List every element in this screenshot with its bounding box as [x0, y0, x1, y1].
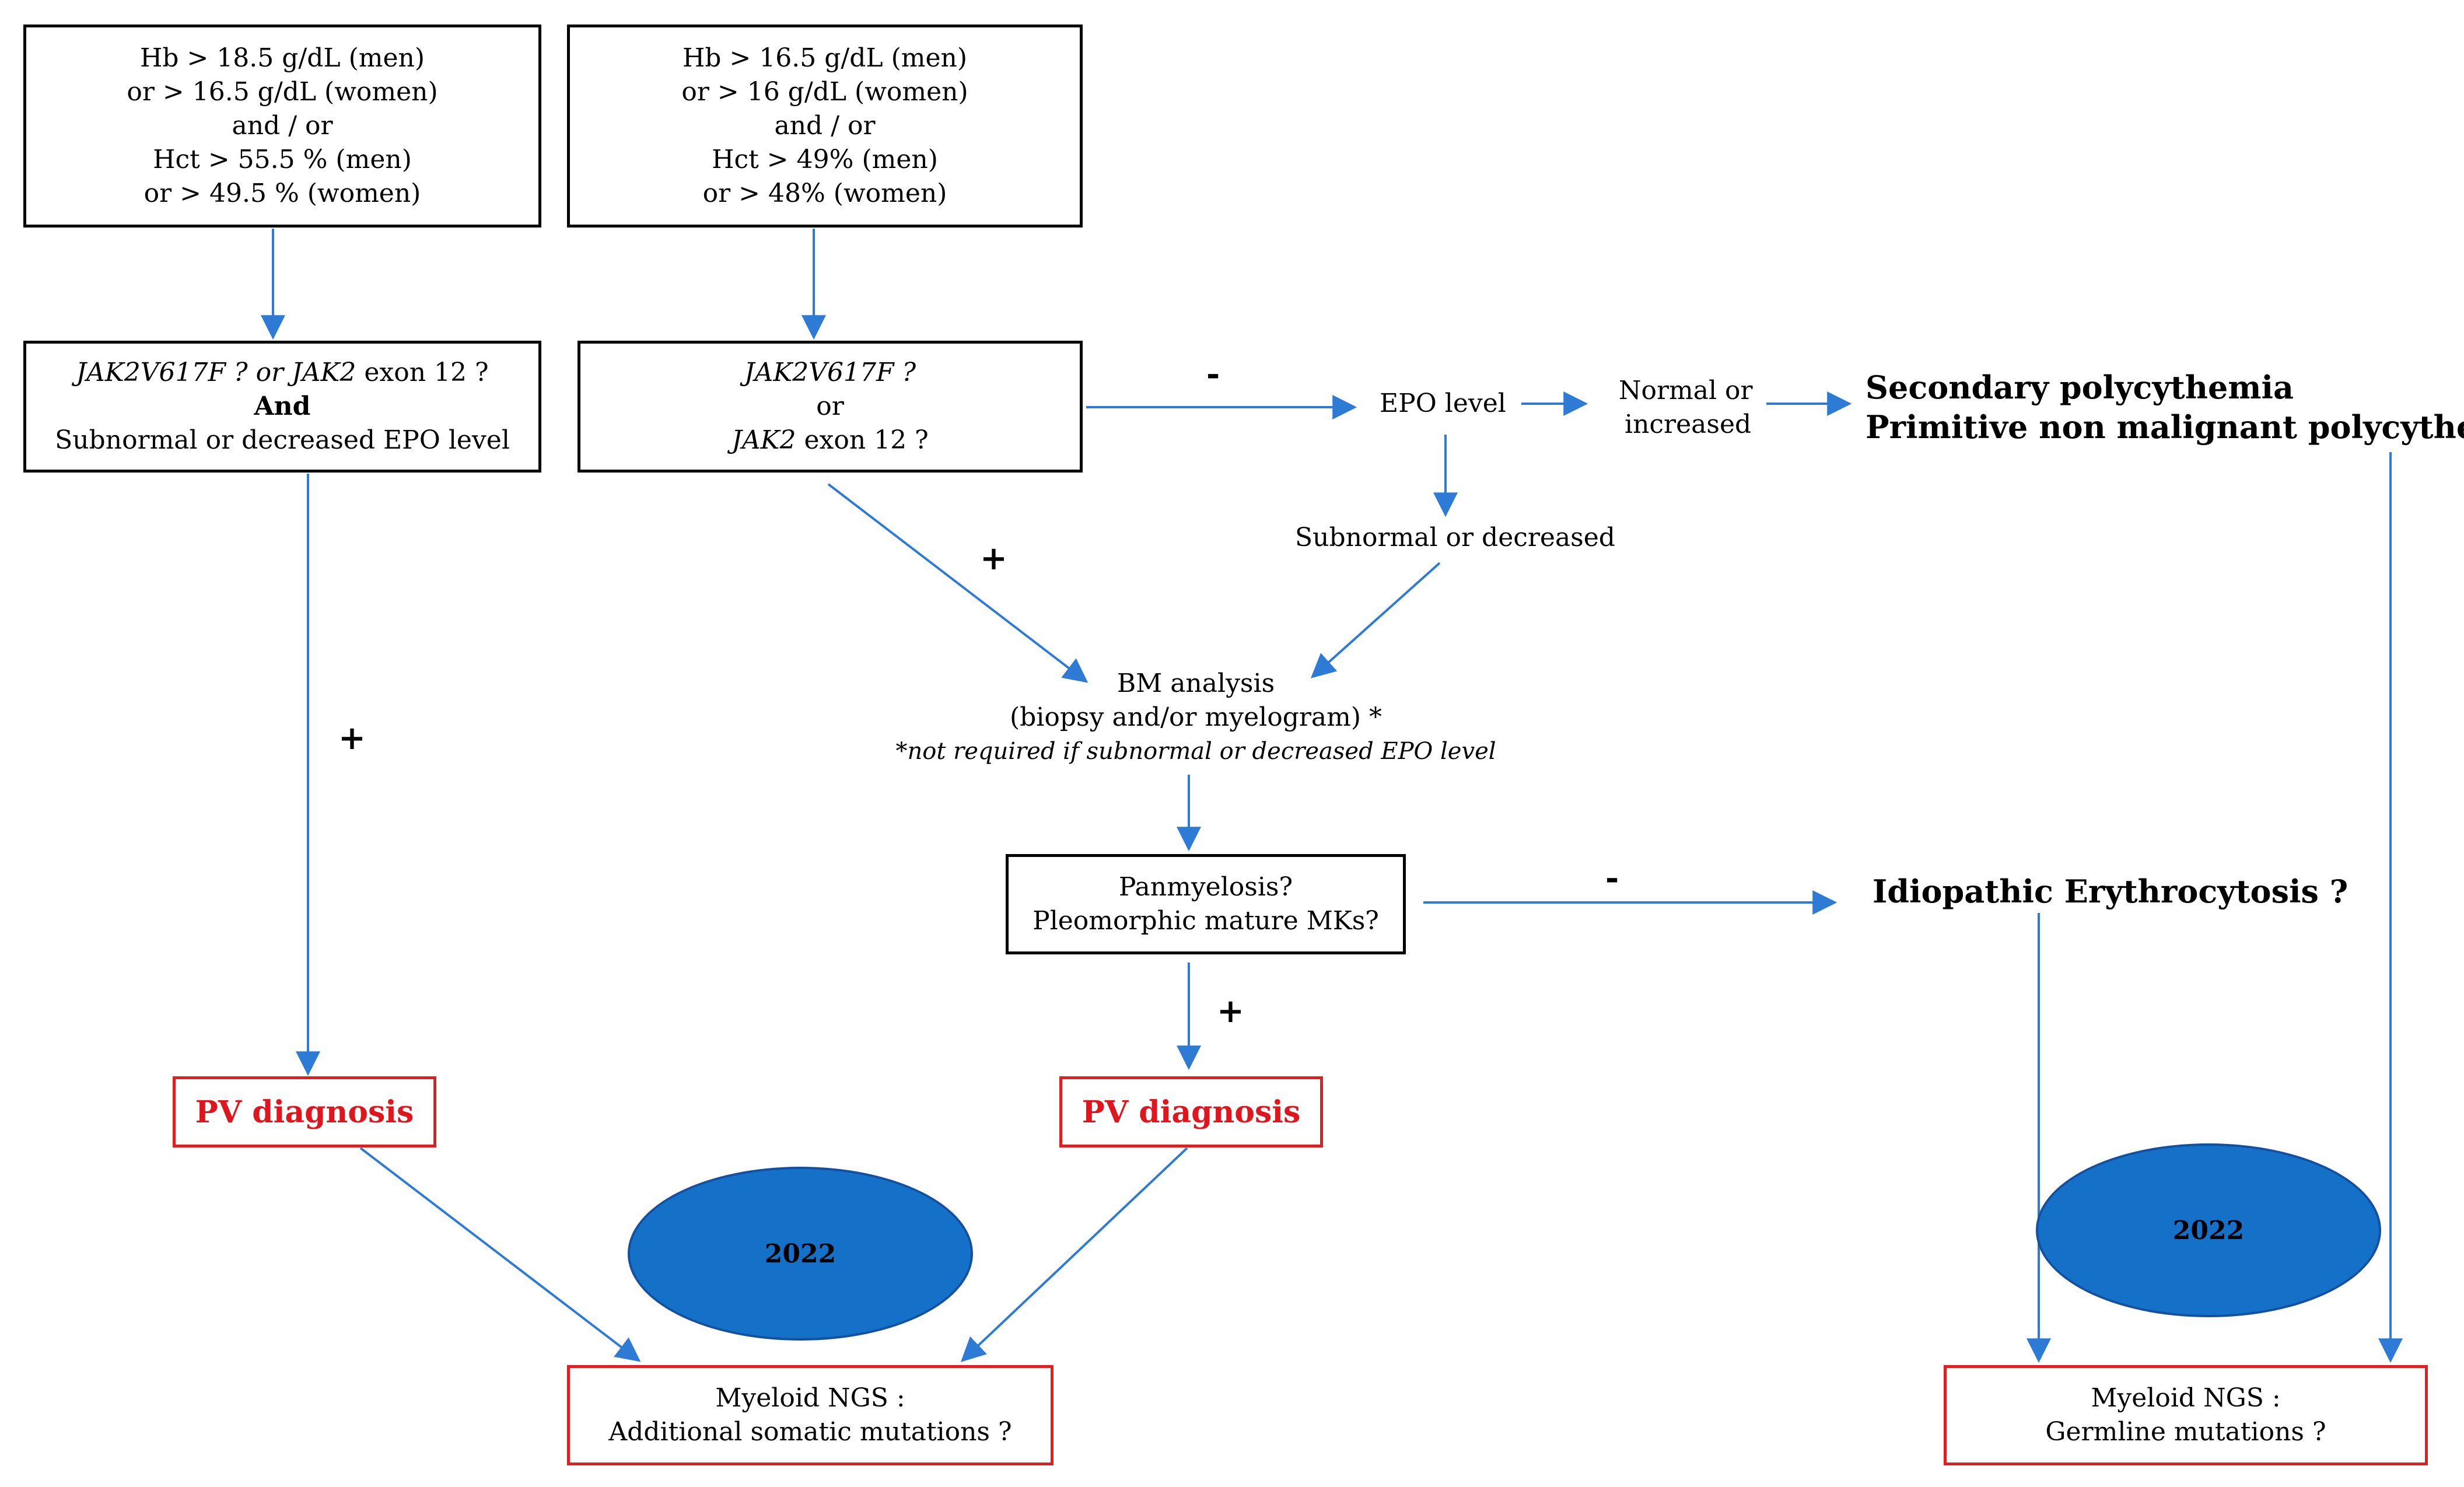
jak2-text: JAK2 [292, 358, 356, 387]
exon-text: exon 12 ? [356, 358, 489, 387]
normal-or-label: Normal or [1619, 376, 1753, 405]
jak2-mid-box: JAK2V617F ? or JAK2 exon 12 ? [578, 341, 1083, 473]
year-2022-ellipse-right: 2022 [2036, 1143, 2381, 1317]
icc-line-4: Hct > 49% (men) [712, 145, 938, 174]
who-criteria-box: Hb > 18.5 g/dL (men) or > 16.5 g/dL (wom… [23, 25, 541, 228]
jak2-mid-exon: exon 12 ? [796, 425, 929, 455]
jak2-mid-line-2: or [816, 391, 844, 421]
arrow-pv-left-to-ngs [359, 1147, 641, 1362]
icc-criteria-box: Hb > 16.5 g/dL (men) or > 16 g/dL (women… [567, 25, 1083, 228]
ngs-somatic-line-1: Myeloid NGS : [715, 1383, 905, 1413]
minus-sign-idiopathic: - [1605, 859, 1619, 897]
icc-line-3: and / or [774, 111, 876, 141]
idiopathic-erythrocytosis: Idiopathic Erythrocytosis ? [1873, 873, 2348, 910]
plus-sign-left: + [338, 719, 366, 757]
ngs-germline-line-2: Germline mutations ? [2045, 1417, 2326, 1447]
plus-sign-jak-mid: + [980, 539, 1007, 578]
and-text: And [254, 391, 311, 421]
who-line-3: and / or [232, 111, 333, 141]
pv-diagnosis-mid-text: PV diagnosis [1082, 1094, 1301, 1130]
or-text: or [247, 358, 292, 387]
epo-level-label: EPO level [1380, 389, 1506, 418]
panmyelosis-line-1: Panmyelosis? [1118, 872, 1293, 902]
bm-analysis-text: BM analysis (biopsy and/or myelogram) * … [875, 665, 1517, 770]
jak2-mid-line-1: JAK2V617F ? [744, 358, 916, 387]
year-2022-right-text: 2022 [2172, 1215, 2245, 1245]
pv-diagnosis-mid: PV diagnosis [1059, 1076, 1323, 1147]
icc-line-1: Hb > 16.5 g/dL (men) [682, 43, 968, 73]
who-line-2: or > 16.5 g/dL (women) [127, 77, 438, 107]
primitive-polycythemia: Primitive non malignant polycythemia [1866, 408, 2464, 446]
jak2-left-line-3: Subnormal or decreased EPO level [55, 425, 510, 455]
subnormal-decreased-label: Subnormal or decreased [1295, 523, 1615, 552]
jak2-mid-italic: JAK2 [732, 425, 796, 455]
panmyelosis-box: Panmyelosis? Pleomorphic mature MKs? [1006, 854, 1406, 954]
year-2022-left-text: 2022 [764, 1238, 836, 1269]
ngs-somatic-box: Myeloid NGS : Additional somatic mutatio… [567, 1365, 1054, 1465]
plus-sign-panmyelosis: + [1217, 992, 1244, 1030]
jak2v617f-text: JAK2V617F ? [76, 358, 248, 387]
who-line-1: Hb > 18.5 g/dL (men) [139, 43, 425, 73]
icc-line-5: or > 48% (women) [702, 179, 947, 208]
who-line-4: Hct > 55.5 % (men) [153, 145, 412, 174]
ngs-germline-line-1: Myeloid NGS : [2091, 1383, 2281, 1413]
who-line-5: or > 49.5 % (women) [144, 179, 421, 208]
minus-sign-epo: - [1206, 355, 1220, 393]
panmyelosis-line-2: Pleomorphic mature MKs? [1032, 906, 1379, 936]
ngs-somatic-line-2: Additional somatic mutations ? [608, 1417, 1012, 1447]
pv-diagnosis-left: PV diagnosis [173, 1076, 436, 1147]
arrow-pv-mid-to-ngs [960, 1147, 1188, 1362]
year-2022-ellipse-left: 2022 [628, 1167, 973, 1341]
jak2-mid-line-3: JAK2 exon 12 ? [732, 424, 929, 457]
pv-diagnosis-left-text: PV diagnosis [195, 1094, 414, 1130]
bm-note: *not required if subnormal or decreased … [895, 738, 1496, 765]
ngs-germline-box: Myeloid NGS : Germline mutations ? [1944, 1365, 2428, 1465]
bm-line-2: (biopsy and/or myelogram) * [1009, 702, 1382, 732]
bm-line-1: BM analysis [1116, 669, 1275, 698]
icc-line-2: or > 16 g/dL (women) [681, 77, 968, 107]
secondary-polycythemia: Secondary polycythemia [1866, 369, 2294, 406]
arrow-subnormal-to-bm [1310, 562, 1441, 678]
jak2-left-box: JAK2V617F ? or JAK2 exon 12 ? And Subnor… [23, 341, 541, 473]
arrow-jak-mid-to-bm [827, 483, 1088, 683]
increased-label: increased [1625, 410, 1752, 439]
jak2-left-line-1: JAK2V617F ? or JAK2 exon 12 ? [76, 356, 488, 390]
